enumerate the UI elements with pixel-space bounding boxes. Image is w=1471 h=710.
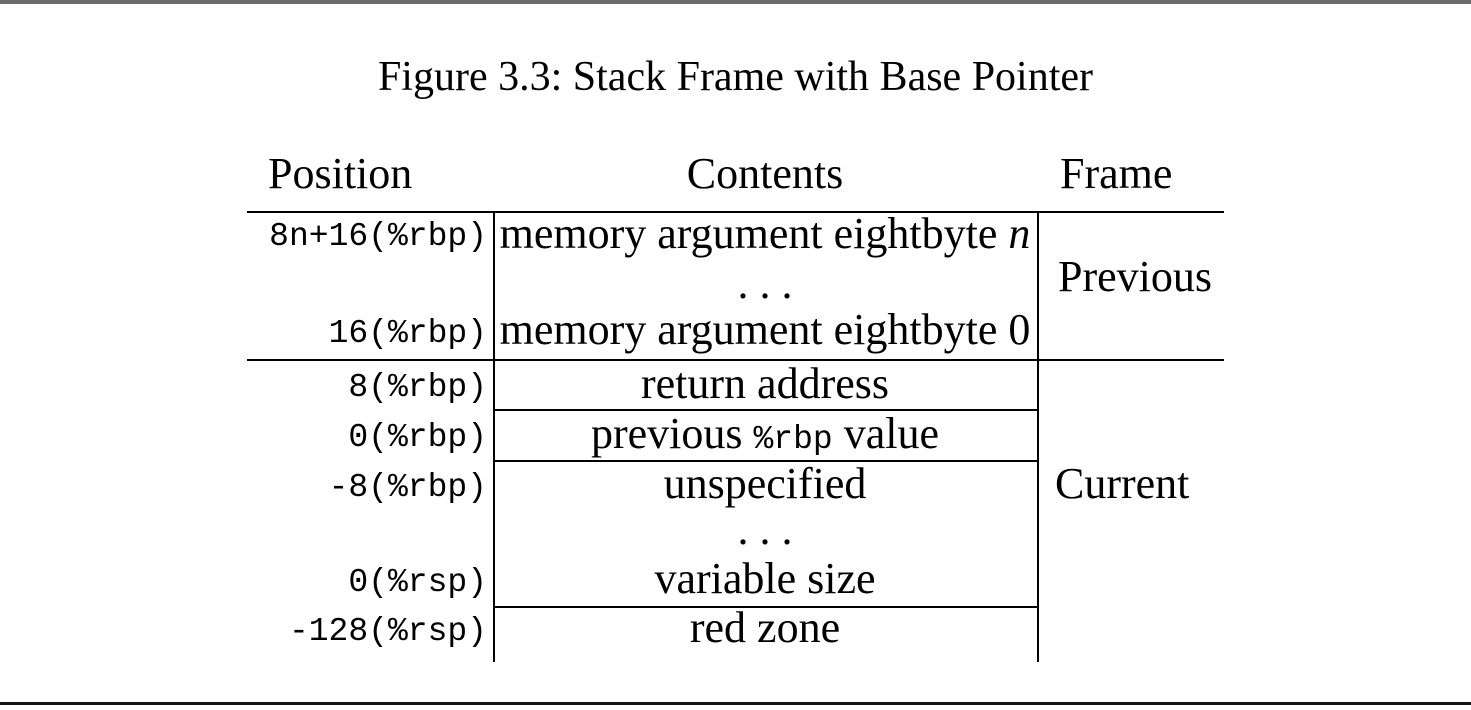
column-divider-contents-frame	[1037, 211, 1039, 662]
column-divider-position-contents	[493, 211, 495, 662]
frame-label-current: Current	[1055, 459, 1190, 508]
contents-cell: unspecified	[663, 459, 867, 508]
figure-title: Figure 3.3: Stack Frame with Base Pointe…	[377, 54, 1094, 100]
position-cell: 0(%rsp)	[348, 564, 487, 601]
contents-register-rbp: %rbp	[753, 421, 833, 458]
position-cell: 0(%rbp)	[348, 419, 487, 456]
page-top-rule	[0, 0, 1471, 4]
position-cell: 8n+16(%rbp)	[269, 218, 487, 255]
frame-label-previous: Previous	[1058, 252, 1212, 301]
contents-rule-previous-rbp	[493, 460, 1039, 462]
contents-cell: red zone	[689, 603, 841, 652]
contents-ellipsis: . . .	[737, 259, 793, 308]
contents-variable-n: n	[1008, 209, 1031, 258]
page-bottom-rule	[0, 702, 1471, 705]
contents-text: memory argument eightbyte	[499, 209, 1009, 258]
contents-rule-variable-size	[493, 606, 1039, 608]
contents-cell: memory argument eightbyte n	[493, 212, 1037, 256]
position-cell: -128(%rsp)	[288, 613, 487, 650]
column-header-frame: Frame	[1060, 149, 1173, 198]
contents-text: value	[832, 409, 940, 458]
position-cell: 16(%rbp)	[328, 315, 487, 352]
header-rule	[247, 211, 1224, 213]
position-cell: 8(%rbp)	[348, 369, 487, 406]
column-header-contents: Contents	[686, 149, 844, 198]
contents-cell: return address	[640, 359, 889, 408]
contents-cell: previous %rbp value	[493, 409, 1037, 458]
column-header-position: Position	[268, 149, 413, 198]
contents-cell: variable size	[654, 554, 876, 603]
contents-rule-return-address	[493, 409, 1039, 411]
position-cell: -8(%rbp)	[328, 469, 487, 506]
contents-cell: memory argument eightbyte 0	[499, 305, 1031, 354]
contents-ellipsis: . . .	[737, 505, 793, 554]
contents-text: previous	[590, 409, 754, 458]
frame-section-rule	[247, 359, 1224, 361]
